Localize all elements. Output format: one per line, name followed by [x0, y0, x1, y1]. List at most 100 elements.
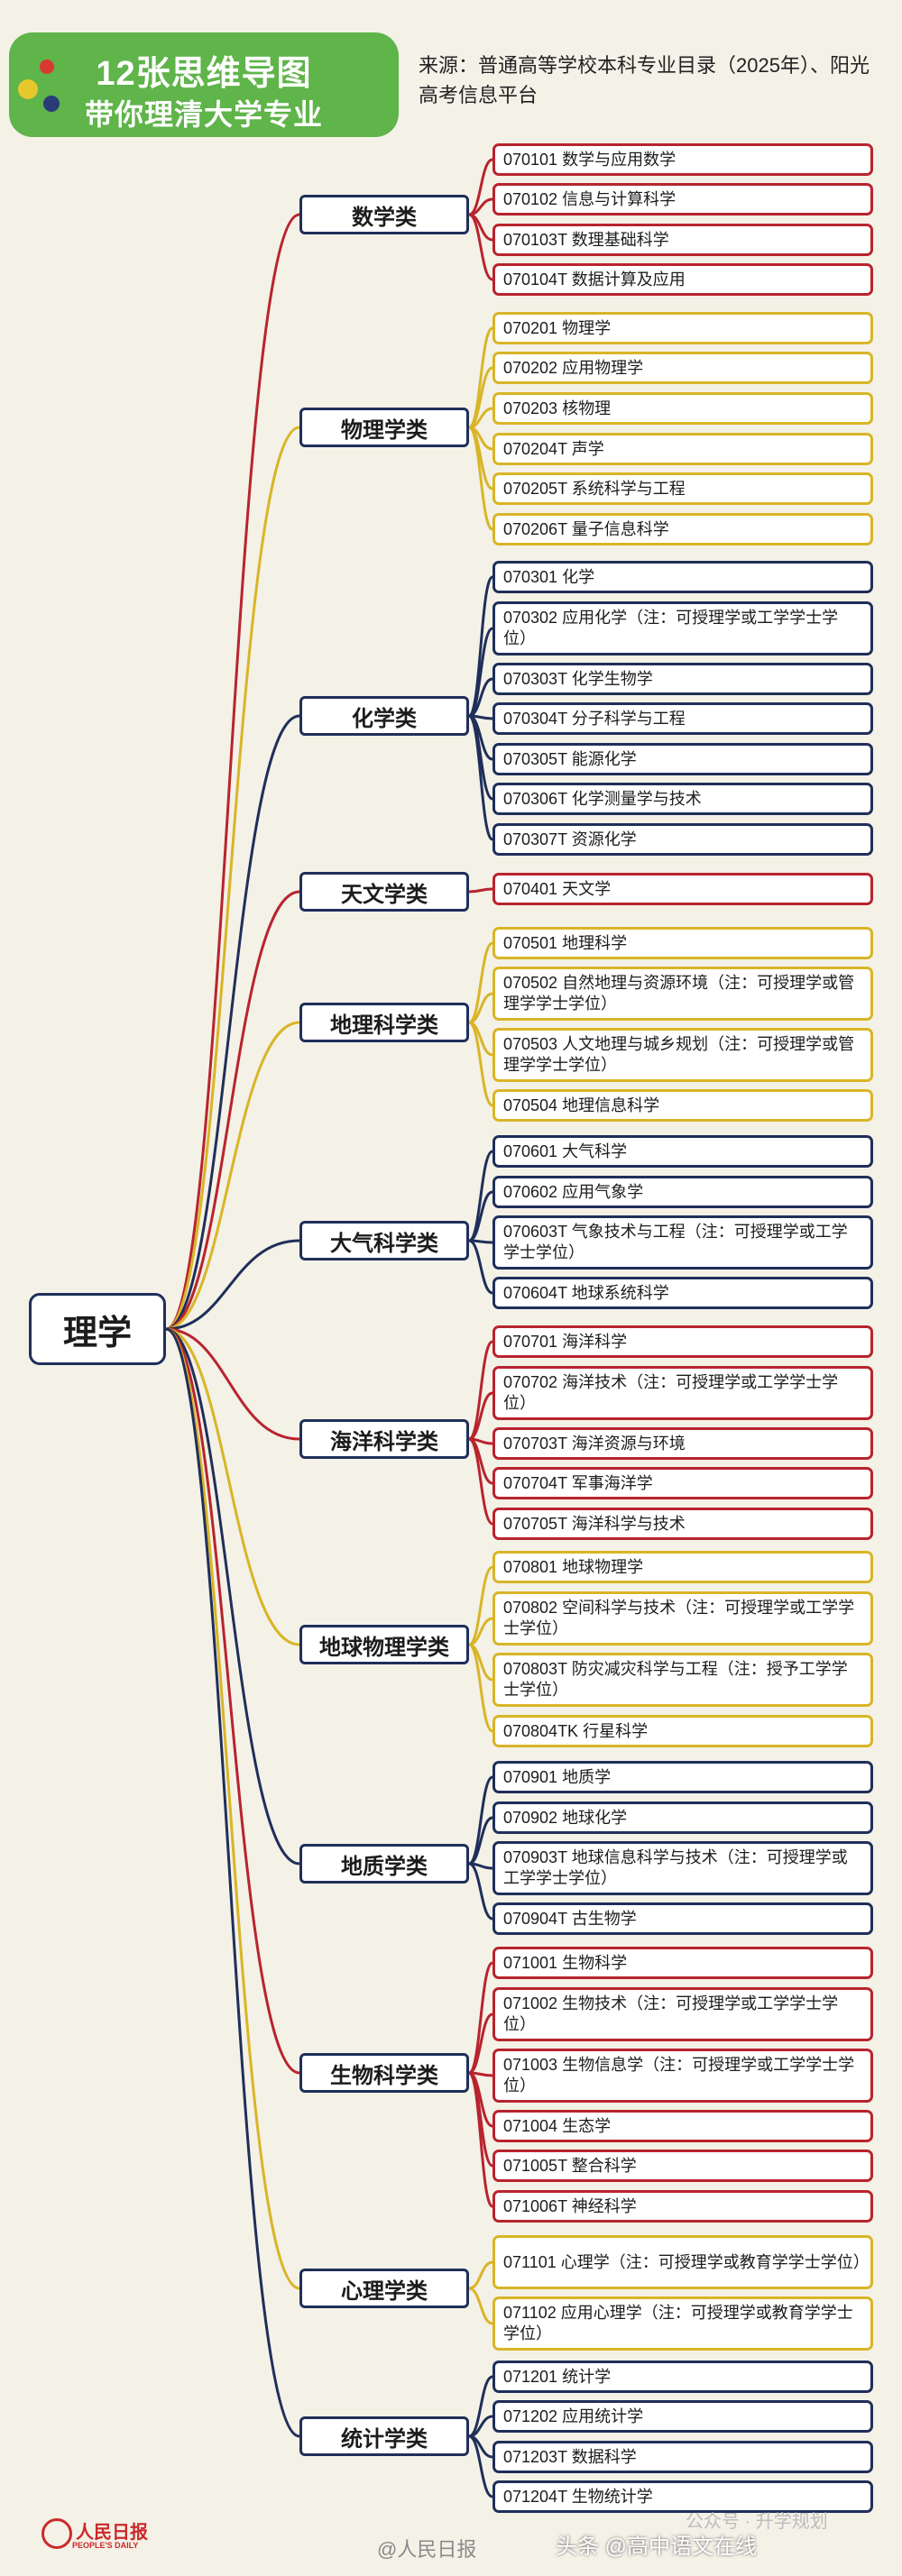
major-item: 070601 大气科学	[492, 1135, 873, 1168]
major-label: 071001 生物科学	[503, 1953, 628, 1972]
major-label: 070801 地球物理学	[503, 1557, 644, 1576]
major-label: 070603T 气象技术与工程（注：可授理学或工学学士学位）	[503, 1223, 848, 1261]
major-item: 070702 海洋技术（注：可授理学或工学学士学位）	[492, 1366, 873, 1420]
major-branch-line	[468, 1643, 493, 1733]
category-node: 统计学类	[299, 2416, 469, 2456]
category-node: 物理学类	[299, 408, 469, 447]
major-item: 070602 应用气象学	[492, 1176, 873, 1208]
major-label: 070303T 化学生物学	[503, 669, 653, 688]
category-node: 化学类	[299, 696, 469, 736]
major-label: 070306T 化学测量学与技术	[503, 789, 702, 808]
major-item: 070303T 化学生物学	[492, 663, 873, 695]
major-item: 070205T 系统科学与工程	[492, 472, 873, 505]
major-label: 070502 自然地理与资源环境（注：可授理学或管理学学士学位）	[503, 974, 855, 1013]
major-item: 070503 人文地理与城乡规划（注：可授理学或管理学学士学位）	[492, 1028, 873, 1082]
major-item: 071201 统计学	[492, 2361, 873, 2393]
root-branch-line	[165, 1239, 300, 1331]
major-item: 071001 生物科学	[492, 1947, 873, 1979]
major-branch-line	[468, 1437, 493, 1526]
root-branch-line	[165, 426, 300, 1331]
major-label: 070902 地球化学	[503, 1808, 628, 1827]
major-item: 070307T 资源化学	[492, 823, 873, 856]
category-node: 心理学类	[299, 2269, 469, 2308]
major-label: 071006T 神经科学	[503, 2196, 637, 2215]
root-branch-line	[165, 1327, 300, 1866]
root-branch-line	[165, 1327, 300, 1441]
root-branch-line	[165, 1327, 300, 2290]
major-label: 071101 心理学（注：可授理学或教育学学士学位）	[503, 2252, 870, 2271]
watermark-left: @人民日报	[377, 2538, 477, 2561]
decor-dots-icon	[13, 54, 76, 126]
major-item: 071101 心理学（注：可授理学或教育学学士学位）	[492, 2235, 873, 2289]
major-label: 070202 应用物理学	[503, 358, 644, 377]
major-label: 070203 核物理	[503, 399, 612, 417]
major-label: 070501 地理科学	[503, 933, 628, 952]
major-item: 071203T 数据科学	[492, 2441, 873, 2473]
major-label: 070104T 数据计算及应用	[503, 270, 686, 289]
major-label: 071201 统计学	[503, 2367, 612, 2386]
root-node: 理学	[29, 1293, 166, 1365]
major-item: 070306T 化学测量学与技术	[492, 783, 873, 815]
category-node: 天文学类	[299, 872, 469, 912]
root-branch-line	[165, 1327, 300, 2438]
major-label: 070604T 地球系统科学	[503, 1283, 669, 1302]
major-branch-line	[468, 941, 493, 1024]
major-branch-line	[468, 1239, 493, 1295]
major-label: 070705T 海洋科学与技术	[503, 1514, 686, 1533]
category-node: 地理科学类	[299, 1003, 469, 1042]
major-label: 070704T 军事海洋学	[503, 1473, 653, 1492]
category-node: 地质学类	[299, 1844, 469, 1884]
major-item: 070202 应用物理学	[492, 352, 873, 384]
major-label: 070103T 数理基础科学	[503, 230, 669, 249]
root-branch-line	[165, 213, 300, 1331]
major-branch-line	[468, 426, 493, 531]
major-item: 071002 生物技术（注：可授理学或工学学士学位）	[492, 1987, 873, 2041]
major-item: 070201 物理学	[492, 312, 873, 344]
major-branch-line	[468, 1391, 493, 1441]
major-label: 070701 海洋科学	[503, 1332, 628, 1351]
major-item: 070803T 防灾减灾科学与工程（注：授予工学学士学位）	[492, 1653, 873, 1707]
major-label: 070401 天文学	[503, 879, 612, 898]
major-item: 070304T 分子科学与工程	[492, 702, 873, 735]
major-branch-line	[468, 2287, 493, 2325]
major-label: 071102 应用心理学（注：可授理学或教育学学士学位）	[503, 2304, 853, 2342]
major-label: 070204T 声学	[503, 439, 604, 458]
logo-text: 人民日报	[76, 2523, 148, 2543]
major-item: 070501 地理科学	[492, 927, 873, 959]
major-branch-line	[468, 213, 493, 281]
title-line2: 带你理清大学专业	[84, 98, 323, 131]
major-item: 071003 生物信息学（注：可授理学或工学学士学位）	[492, 2049, 873, 2103]
source-note: 来源：普通高等学校本科专业目录（2025年）、阳光高考信息平台	[419, 54, 870, 106]
major-branch-line	[467, 714, 494, 841]
major-item: 071006T 神经科学	[492, 2190, 873, 2223]
major-branch-line	[468, 1862, 493, 1921]
major-label: 070804TK 行星科学	[503, 1721, 649, 1740]
major-item: 070502 自然地理与资源环境（注：可授理学或管理学学士学位）	[492, 967, 873, 1021]
major-item: 070204T 声学	[492, 433, 873, 465]
major-item: 070904T 古生物学	[492, 1902, 873, 1935]
major-item: 070206T 量子信息科学	[492, 513, 873, 545]
major-item: 070504 地理信息科学	[492, 1089, 873, 1122]
major-branch-line	[468, 326, 493, 429]
logo-sub: PEOPLE'S DAILY	[72, 2541, 139, 2550]
major-branch-line	[468, 1190, 493, 1242]
major-item: 070104T 数据计算及应用	[492, 263, 873, 296]
category-node: 地球物理学类	[299, 1625, 469, 1664]
major-label: 070201 物理学	[503, 318, 612, 337]
root-branch-line	[165, 1327, 300, 1646]
major-branch-line	[468, 1816, 493, 1866]
major-label: 071005T 整合科学	[503, 2156, 637, 2175]
major-label: 070803T 防灾减灾科学与工程（注：授予工学学士学位）	[503, 1660, 848, 1699]
major-item: 070103T 数理基础科学	[492, 224, 873, 256]
major-label: 070101 数学与应用数学	[503, 150, 676, 169]
major-label: 070504 地理信息科学	[503, 1095, 660, 1114]
major-item: 071005T 整合科学	[492, 2150, 873, 2182]
major-item: 071204T 生物统计学	[492, 2480, 873, 2513]
category-node: 海洋科学类	[299, 1419, 469, 1459]
major-branch-line	[468, 1150, 493, 1242]
root-branch-line	[165, 1327, 300, 2075]
major-label: 071004 生态学	[503, 2116, 612, 2135]
major-label: 070205T 系统科学与工程	[503, 479, 686, 498]
major-branch-line	[468, 2434, 493, 2498]
major-label: 070102 信息与计算科学	[503, 189, 676, 208]
